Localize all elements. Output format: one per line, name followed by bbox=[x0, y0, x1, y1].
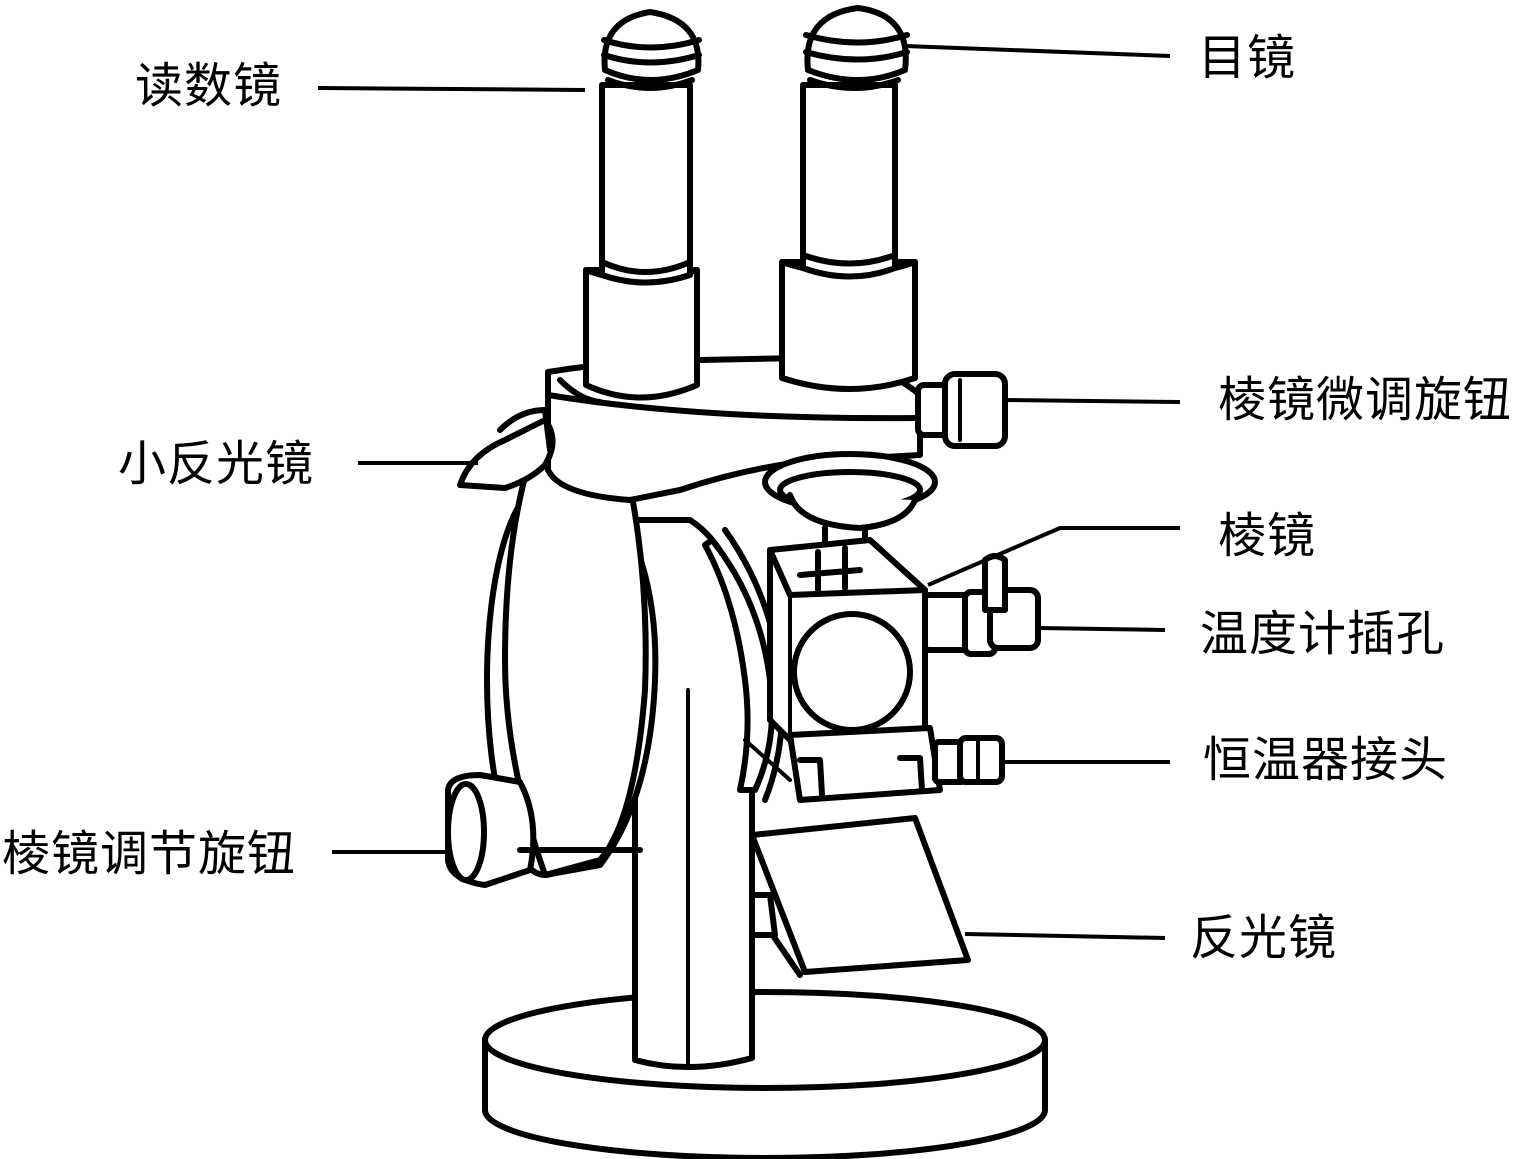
reflector-part bbox=[749, 815, 971, 978]
fine-knob-part bbox=[915, 371, 1008, 449]
leader-fine-knob bbox=[1004, 398, 1181, 404]
prism-ring bbox=[762, 451, 938, 553]
label-eyepiece: 目镜 bbox=[1198, 30, 1297, 86]
thermometer-port-part bbox=[922, 553, 1041, 657]
leader-thermometer bbox=[1037, 626, 1166, 632]
leader-reflector bbox=[964, 932, 1166, 940]
label-prism-adjust-knob: 棱镜调节旋钮 bbox=[2, 826, 297, 882]
main-housing bbox=[484, 427, 659, 878]
leader-reading-lens bbox=[317, 86, 586, 92]
reading-lens-tube bbox=[583, 9, 702, 401]
prism-block bbox=[767, 537, 928, 743]
leader-lines bbox=[317, 44, 1181, 940]
label-small-reflector: 小反光镜 bbox=[118, 436, 315, 492]
label-reflector: 反光镜 bbox=[1190, 910, 1338, 966]
lower-prism-block bbox=[743, 725, 1005, 803]
adjust-knob-part bbox=[445, 772, 643, 888]
leader-eyepiece bbox=[904, 44, 1171, 58]
base bbox=[482, 989, 1048, 1159]
label-reading-lens: 读数镜 bbox=[135, 58, 283, 114]
eyepiece-tube bbox=[779, 5, 918, 392]
label-prism: 棱镜 bbox=[1218, 508, 1317, 564]
small-reflector-part bbox=[457, 407, 556, 491]
label-prism-fine-knob: 棱镜微调旋钮 bbox=[1218, 372, 1513, 428]
label-thermometer-port: 温度计插孔 bbox=[1200, 606, 1446, 662]
label-thermostat-connector: 恒温器接头 bbox=[1203, 732, 1449, 788]
leader-prism bbox=[927, 526, 1180, 587]
